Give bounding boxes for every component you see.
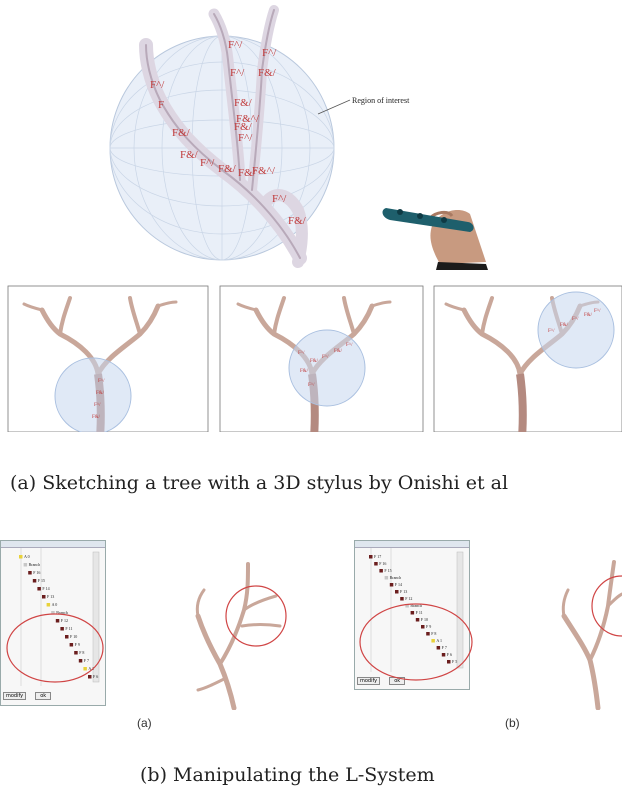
svg-text:F&/: F&/ [560,323,569,328]
tree-node-marker [369,555,373,559]
tree-node-label[interactable]: F 16 [379,561,386,566]
tree-node-label[interactable]: F 17 [374,554,381,559]
symbol-label: F^/ [238,132,253,144]
top-figure: F^/ F^/ F&/ F^/ F F&/ F^/ F&^/ F&/ F^/ F… [0,0,622,270]
lsystem-tree-a [190,560,300,710]
symbol-label: F^/ [230,67,245,79]
svg-text:F&/: F&/ [310,359,319,364]
sketch-panels: F^/F&/F^/F&/ F^/F&/F^/F&/F^/F&/F^/ F^/F&… [0,282,622,432]
roi-circle [55,358,131,432]
tree-node-label[interactable]: F 13 [47,594,54,599]
symbol-label: F [158,99,164,111]
symbol-label: F&^/ [252,165,276,177]
svg-text:F&/: F&/ [300,369,309,374]
svg-text:F&/: F&/ [584,313,593,318]
roi-circle [289,330,365,406]
svg-text:F^/: F^/ [548,329,555,334]
symbol-label: F^/ [272,193,287,205]
modify-button[interactable]: modify [3,692,26,700]
tree-node-marker [24,563,28,567]
svg-text:F^/: F^/ [346,343,353,348]
svg-text:F^/: F^/ [308,383,315,388]
svg-text:F^/: F^/ [98,379,105,384]
tree-node-marker [395,590,399,594]
ok-button[interactable]: ok [35,692,51,700]
symbol-label: F^/ [150,79,165,91]
svg-text:F&/: F&/ [334,349,343,354]
tree-node-marker [385,576,389,580]
tree-node-label[interactable]: F 14 [395,582,402,587]
symbol-label: F^/ [228,39,243,51]
symbol-label: F&/ [172,127,191,139]
svg-text:F&/: F&/ [96,391,105,396]
symbol-label: F&/ [288,215,307,227]
svg-text:F&/: F&/ [92,415,101,420]
symbol-label: F&/ [258,67,277,79]
caption-b: (b) Manipulating the L-System [140,764,435,786]
roi-circle [226,586,286,646]
tree-node-marker [19,555,23,559]
stylus-photo [383,208,488,270]
svg-text:F^/: F^/ [322,355,329,360]
symbol-label: F^/ [200,157,215,169]
symbol-label: F^/ [262,47,277,59]
tree-node-label[interactable]: F 16 [33,570,40,575]
svg-text:F^/: F^/ [298,351,305,356]
tree-node-marker [33,579,37,583]
tree-node-label[interactable]: Branch [29,562,41,567]
tree-node-label[interactable]: F 13 [400,589,407,594]
svg-text:F^/: F^/ [94,403,101,408]
tree-node-marker [37,587,41,591]
svg-text:F^/: F^/ [594,309,601,314]
tree-node-marker [379,569,383,573]
sublabel-b: (b) [505,716,520,730]
caption-a: (a) Sketching a tree with a 3D stylus by… [10,472,508,494]
tree-node-marker [390,583,394,587]
symbol-label: F&/ [180,149,199,161]
symbol-label: F&/ [234,97,253,109]
tree-node-label[interactable]: Branch [390,575,402,580]
tree-node-marker [28,571,32,575]
tree-node-marker [374,562,378,566]
roi-ellipse-b [354,596,478,686]
roi-ellipse-a [0,600,110,690]
tree-node-label[interactable]: F 14 [42,586,49,591]
region-of-interest-label: Region of interest [352,96,410,105]
tree-node-label[interactable]: F 15 [384,568,391,573]
tree-node-label[interactable]: A 0 [24,554,30,559]
tree-node-label[interactable]: F 15 [38,578,45,583]
lsystem-tree-b [556,560,622,710]
sublabel-a: (a) [137,716,152,730]
tree-node-marker [42,595,46,599]
symbol-label: F&/ [218,163,237,175]
svg-text:F^/: F^/ [572,317,579,322]
